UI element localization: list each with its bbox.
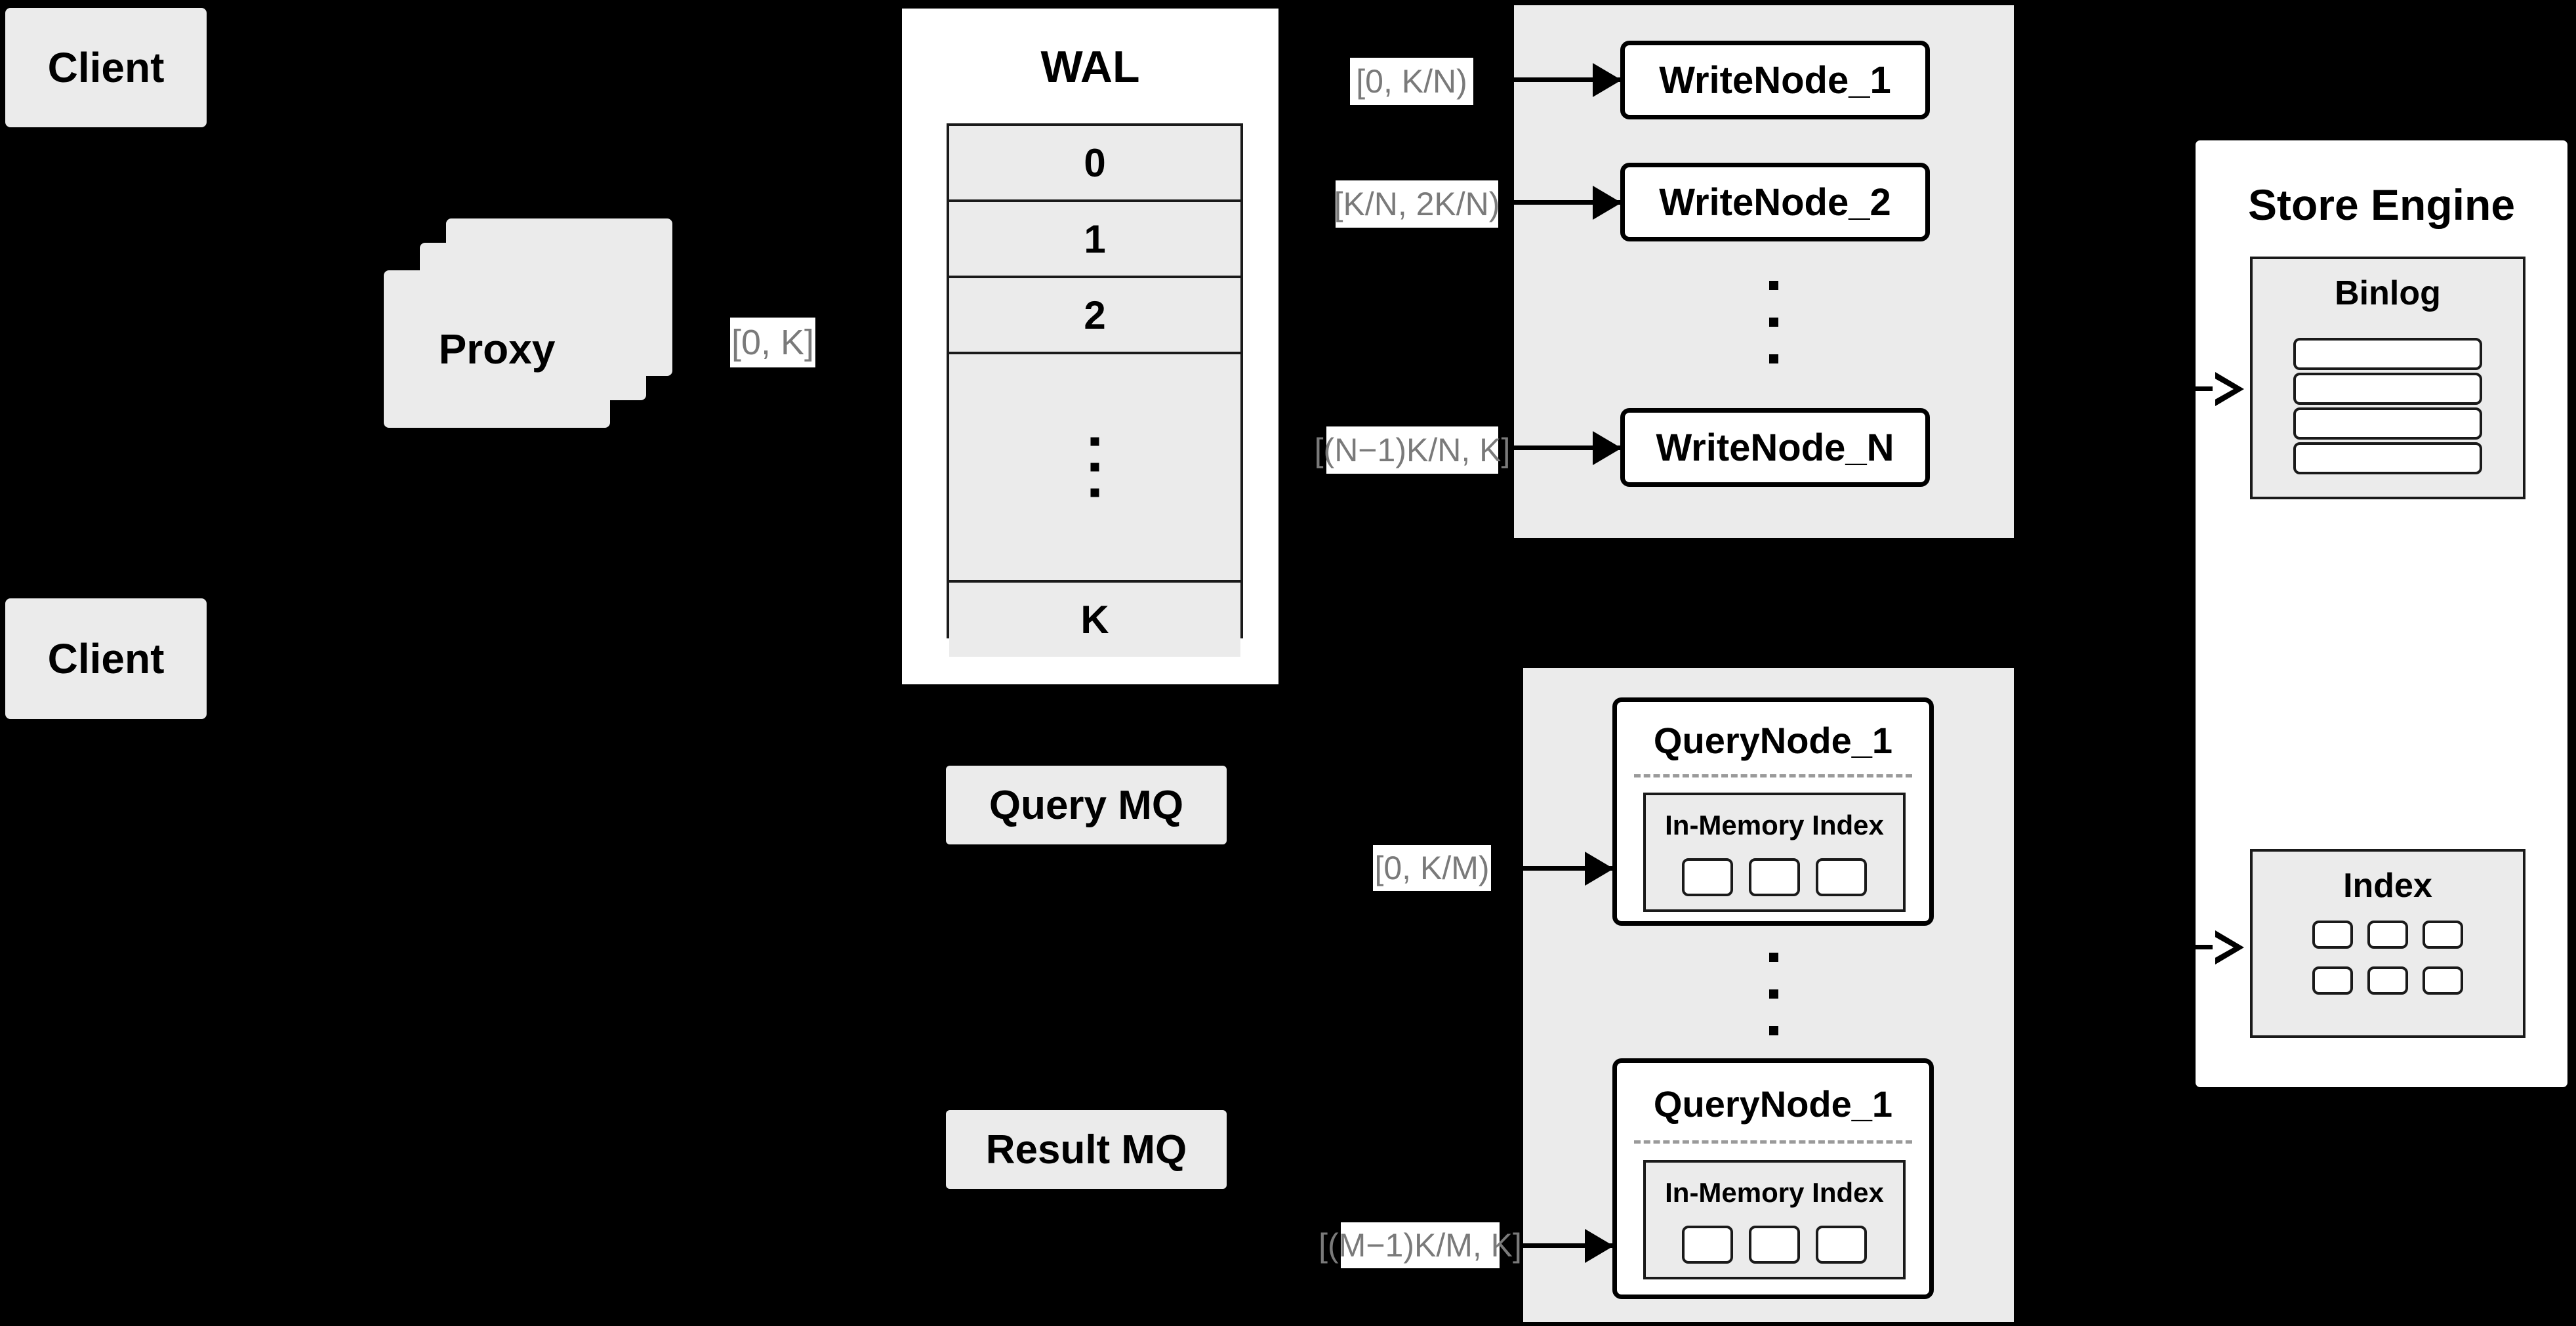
- query-cluster-ellipsis-icon: [1769, 953, 1778, 1035]
- inmemory-index-cell: [1749, 1226, 1800, 1264]
- arrow-head-write-node-n: [1593, 431, 1622, 465]
- query-node-1-label: QueryNode_1: [1653, 720, 1893, 761]
- result-mq-box[interactable]: Result MQ: [946, 1110, 1227, 1189]
- index-cell: [2312, 966, 2353, 995]
- inmemory-index-cell: [1816, 858, 1867, 896]
- arrow-head-query-node-1: [1585, 852, 1614, 886]
- query-node-2-range-label: [(M−1)K/M, K]: [1319, 1222, 1522, 1268]
- write-node-n-label: WriteNode_N: [1656, 426, 1894, 469]
- write-node-1-range-label: [0, K/N): [1350, 58, 1473, 105]
- binlog-bar: [2293, 373, 2482, 405]
- write-node-2-label: WriteNode_2: [1659, 180, 1891, 224]
- arrow-line-binlog: [2188, 386, 2231, 391]
- write-node-1[interactable]: WriteNode_1: [1620, 41, 1930, 119]
- binlog-bar: [2293, 407, 2482, 440]
- query-node-2[interactable]: QueryNode_1 In-Memory Index: [1612, 1058, 1934, 1299]
- arrow-head-write-node-2: [1593, 186, 1622, 220]
- write-node-1-label: WriteNode_1: [1659, 58, 1891, 102]
- arrow-head-write-node-1: [1593, 63, 1622, 97]
- query-node-1-inmemory-index: In-Memory Index: [1643, 793, 1906, 912]
- index-cell: [2312, 921, 2353, 949]
- store-engine-panel: Store Engine Binlog Index: [2191, 136, 2572, 1092]
- arrow-line-write-node-1: [1514, 77, 1622, 82]
- binlog-bar: [2293, 338, 2482, 370]
- query-mq-box[interactable]: Query MQ: [946, 766, 1227, 844]
- arrow-line-query-node-1: [1523, 866, 1614, 871]
- wal-row-ellipsis: [949, 354, 1240, 583]
- wal-row: K: [949, 583, 1240, 657]
- wal-table: 0 1 2 K: [947, 123, 1243, 657]
- result-mq-label: Result MQ: [985, 1127, 1187, 1172]
- write-node-2[interactable]: WriteNode_2: [1620, 163, 1930, 241]
- index-panel: Index: [2250, 849, 2525, 1038]
- query-node-1-separator: [1634, 774, 1912, 777]
- client-box-2[interactable]: Client: [5, 598, 207, 719]
- wal-ellipsis-icon: [1090, 421, 1099, 514]
- store-engine-title: Store Engine: [2247, 180, 2516, 229]
- query-node-2-inmemory-index: In-Memory Index: [1643, 1160, 1906, 1279]
- client-label-2: Client: [47, 635, 165, 682]
- inmemory-index-title-1: In-Memory Index: [1665, 810, 1884, 840]
- query-node-1[interactable]: QueryNode_1 In-Memory Index: [1612, 697, 1934, 926]
- arrow-head-binlog: [2213, 372, 2244, 406]
- write-node-n[interactable]: WriteNode_N: [1620, 408, 1930, 487]
- wal-row: 2: [949, 278, 1240, 354]
- inmemory-index-cell: [1682, 1226, 1733, 1264]
- client-box-1[interactable]: Client: [5, 8, 207, 127]
- proxy-label: Proxy: [438, 325, 556, 373]
- arrow-line-query-node-2: [1523, 1243, 1614, 1248]
- inmemory-index-cell: [1816, 1226, 1867, 1264]
- query-node-2-label: QueryNode_1: [1653, 1083, 1893, 1125]
- inmemory-index-cell: [1682, 858, 1733, 896]
- client-label-1: Client: [47, 44, 165, 91]
- arrow-head-index: [2213, 930, 2244, 964]
- write-cluster-ellipsis-icon: [1769, 281, 1778, 363]
- proxy-range-label: [0, K]: [730, 318, 815, 367]
- index-cell: [2367, 921, 2408, 949]
- binlog-bar: [2293, 442, 2482, 474]
- arrow-line-index: [2188, 945, 2231, 949]
- inmemory-index-title-2: In-Memory Index: [1665, 1177, 1884, 1208]
- index-cell: [2367, 966, 2408, 995]
- wal-row: 0: [949, 126, 1240, 202]
- arrow-line-write-node-n: [1514, 445, 1622, 450]
- binlog-panel: Binlog: [2250, 257, 2525, 499]
- wal-row: 1: [949, 202, 1240, 278]
- index-cell: [2423, 921, 2463, 949]
- index-title: Index: [2343, 867, 2432, 905]
- wal-panel: WAL 0 1 2 K: [897, 4, 1283, 689]
- write-node-2-range-label: [K/N, 2K/N): [1334, 180, 1500, 228]
- index-cell: [2423, 966, 2463, 995]
- binlog-title: Binlog: [2335, 274, 2441, 312]
- proxy-stack-card-1[interactable]: Proxy: [384, 270, 610, 428]
- arrow-head-query-node-2: [1585, 1229, 1614, 1263]
- wal-title: WAL: [1040, 42, 1140, 92]
- inmemory-index-cell: [1749, 858, 1800, 896]
- query-node-2-separator: [1634, 1140, 1912, 1144]
- query-mq-label: Query MQ: [989, 782, 1184, 828]
- arrow-line-write-node-2: [1514, 200, 1622, 205]
- query-node-1-range-label: [0, K/M): [1373, 845, 1491, 891]
- write-node-n-range-label: [(N−1)K/N, K]: [1315, 426, 1510, 474]
